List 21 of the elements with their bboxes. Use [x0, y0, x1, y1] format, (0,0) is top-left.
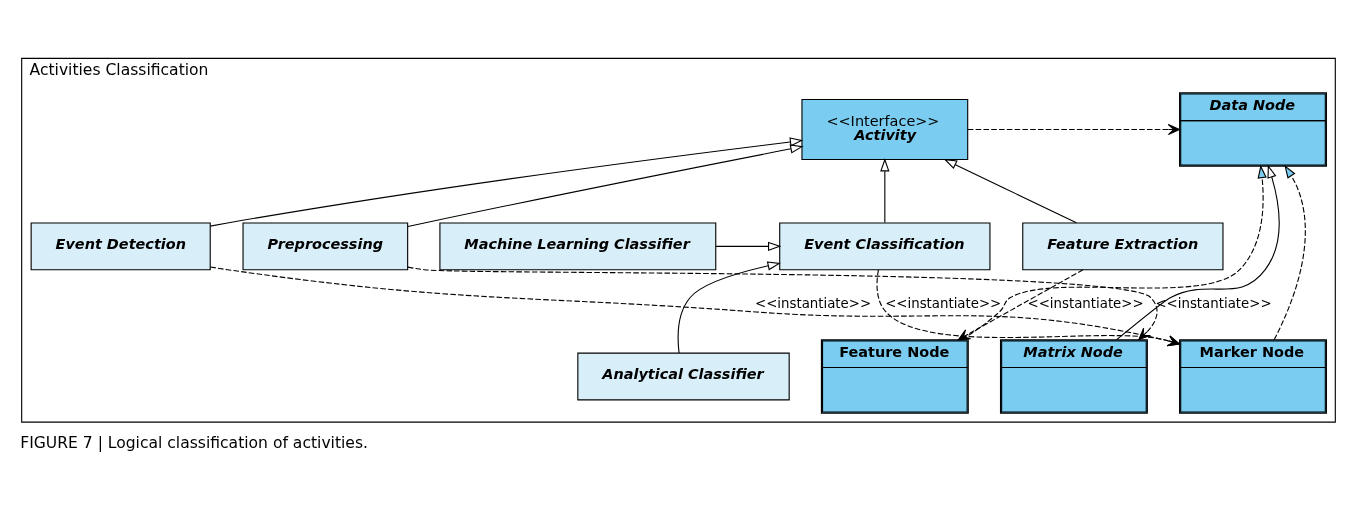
edge-label: <<instantiate>>: [755, 295, 872, 311]
node-box: Analytical Classifier: [577, 352, 790, 400]
arrow: [967, 123, 1181, 135]
arrow: [876, 268, 1180, 346]
arrow: [880, 157, 890, 223]
arrow: [677, 260, 781, 353]
arrow: [943, 158, 1077, 223]
node-box: Feature Extraction: [1022, 221, 1224, 270]
arrow: [209, 265, 1180, 346]
arrow: [209, 136, 804, 227]
arrow: [407, 143, 804, 227]
arrow: [1273, 164, 1306, 340]
node-box: Event Detection: [30, 221, 211, 270]
node-box: <<Interface>> Activity: [801, 98, 969, 160]
node-box: Machine Learning Classifier: [439, 221, 717, 270]
caption: FIGURE 7 | Logical classification of activities.: [20, 433, 368, 452]
arrow: [715, 241, 782, 251]
edge-label: <<instantiate>>: [885, 295, 1002, 311]
node-box: Preprocessing: [242, 221, 409, 270]
edge-label: <<instantiate>>: [1027, 295, 1144, 311]
node-box: Event Classification: [779, 221, 991, 270]
